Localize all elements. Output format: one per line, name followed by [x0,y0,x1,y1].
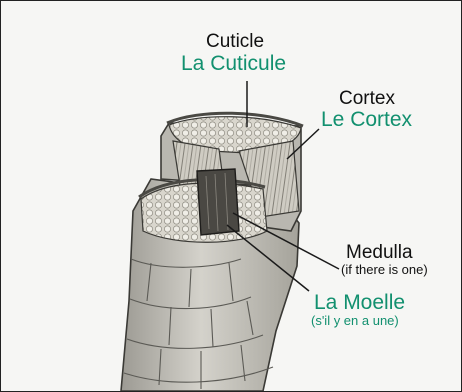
cuticle-label-en: Cuticle [206,32,264,51]
cuticle-label-fr: La Cuticule [181,53,286,74]
medulla-label-fr: La Moelle [314,292,405,313]
medulla-note-en: (if there is one) [341,263,428,276]
cortex-label-fr: Le Cortex [321,109,412,130]
medulla-note-fr: (s'il y en a une) [311,314,399,327]
cortex-label-en: Cortex [339,89,395,108]
medulla-label-en: Medulla [346,243,413,262]
